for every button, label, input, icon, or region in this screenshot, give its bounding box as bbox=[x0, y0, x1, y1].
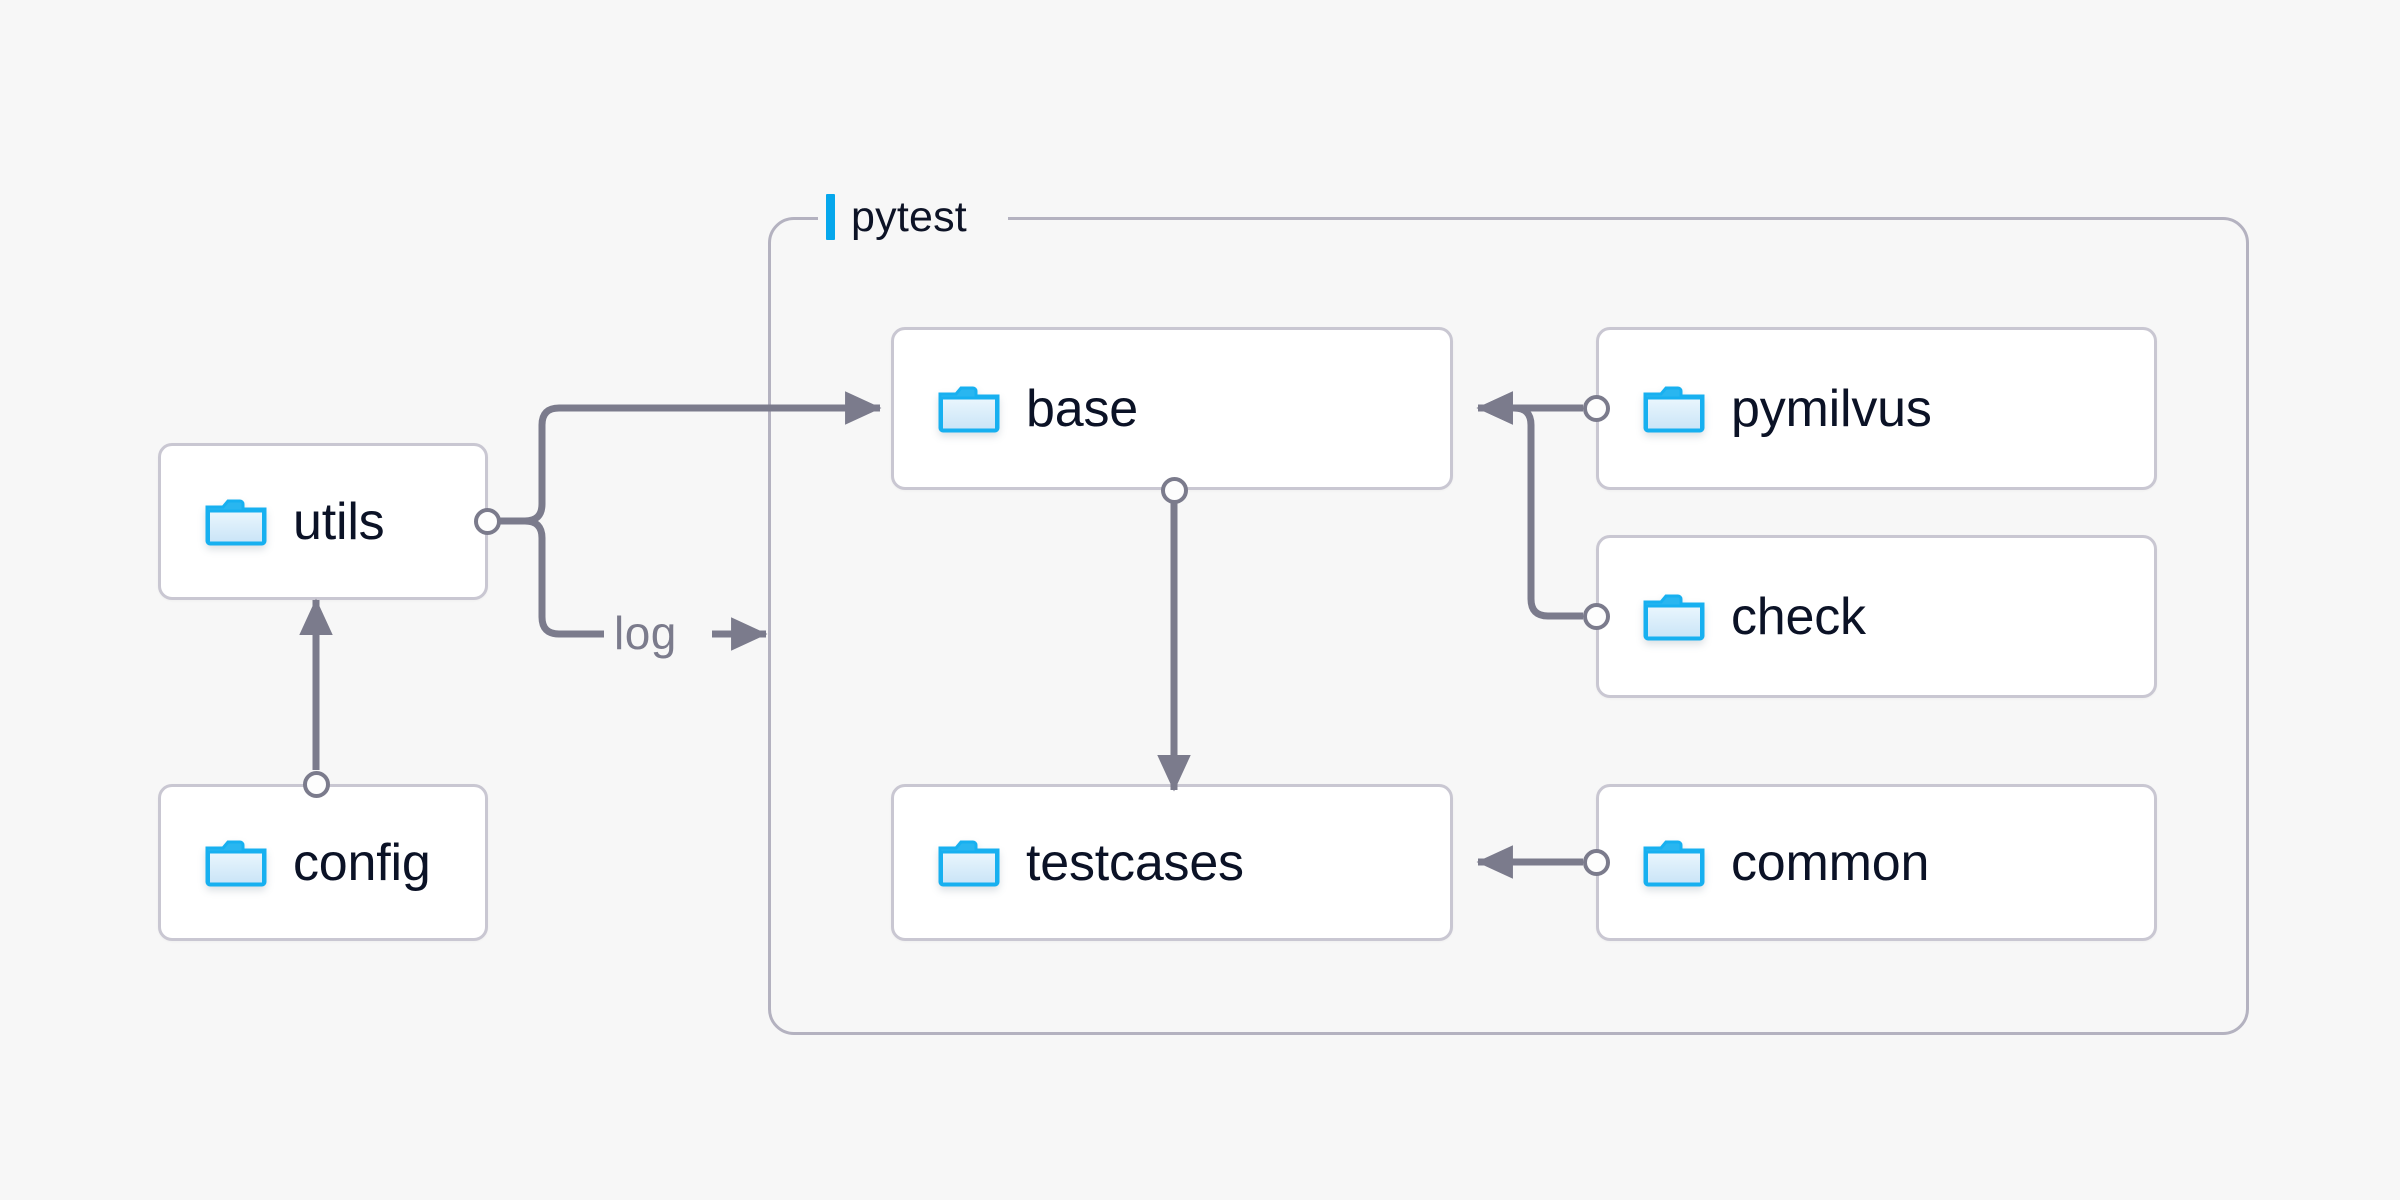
port-pymilvus-left[interactable] bbox=[1583, 395, 1610, 422]
accent-bar-icon bbox=[826, 194, 835, 240]
folder-icon bbox=[938, 384, 1000, 434]
group-pytest-label: pytest bbox=[820, 190, 977, 244]
node-utils[interactable]: utils bbox=[158, 443, 488, 600]
folder-icon bbox=[1643, 592, 1705, 642]
node-testcases[interactable]: testcases bbox=[891, 784, 1453, 941]
folder-icon bbox=[938, 838, 1000, 888]
edge-label-log: log bbox=[606, 610, 685, 656]
node-label: testcases bbox=[1026, 833, 1244, 892]
group-pytest bbox=[768, 217, 2249, 1035]
folder-icon bbox=[1643, 384, 1705, 434]
port-utils-right[interactable] bbox=[474, 508, 501, 535]
node-label: config bbox=[293, 833, 431, 892]
node-label: common bbox=[1731, 833, 1930, 892]
node-pymilvus[interactable]: pymilvus bbox=[1596, 327, 2157, 490]
group-title-text: pytest bbox=[851, 192, 967, 241]
node-check[interactable]: check bbox=[1596, 535, 2157, 698]
node-common[interactable]: common bbox=[1596, 784, 2157, 941]
node-base[interactable]: base bbox=[891, 327, 1453, 490]
port-check-left[interactable] bbox=[1583, 603, 1610, 630]
port-common-left[interactable] bbox=[1583, 849, 1610, 876]
wire-utils-log bbox=[488, 517, 604, 638]
port-base-bottom[interactable] bbox=[1161, 477, 1188, 504]
folder-icon bbox=[205, 838, 267, 888]
node-label: base bbox=[1026, 379, 1138, 438]
node-config[interactable]: config bbox=[158, 784, 488, 941]
node-label: pymilvus bbox=[1731, 379, 1932, 438]
folder-icon bbox=[1643, 838, 1705, 888]
node-label: utils bbox=[293, 492, 385, 551]
node-label: check bbox=[1731, 587, 1866, 646]
port-config-top[interactable] bbox=[303, 771, 330, 798]
folder-icon bbox=[205, 497, 267, 547]
